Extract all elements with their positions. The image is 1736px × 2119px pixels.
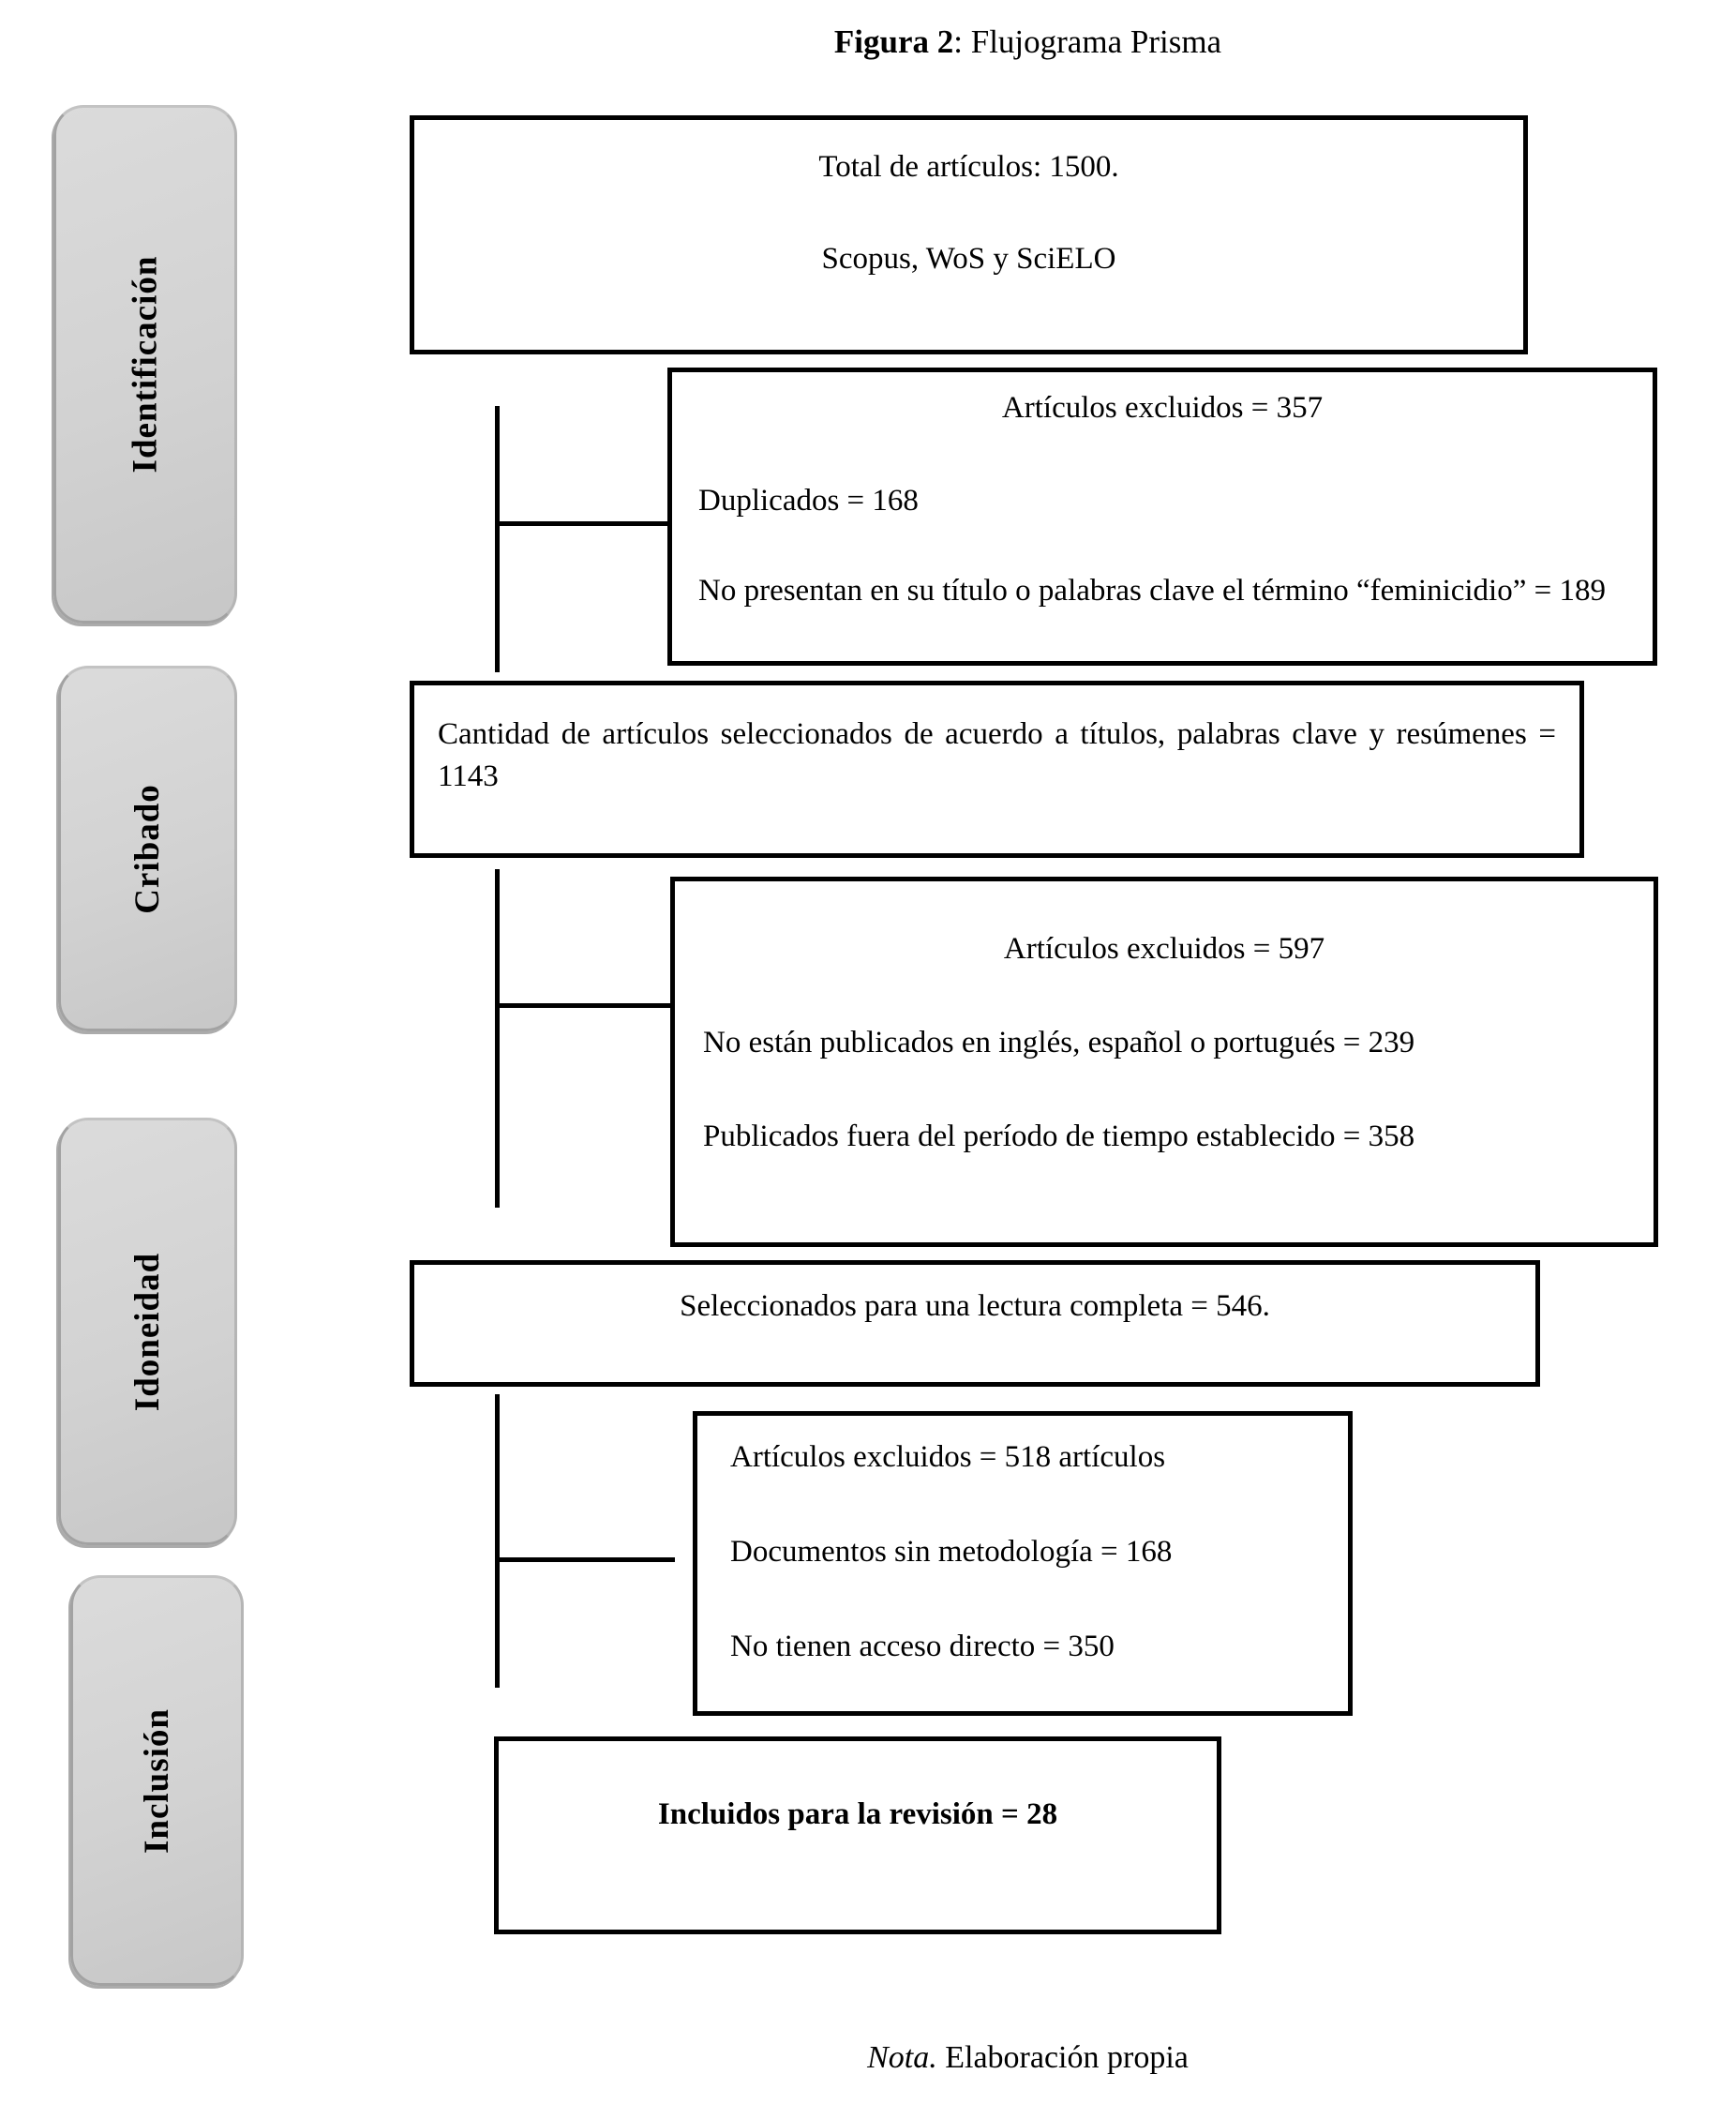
included-28-text: Incluidos para la revisión = 28: [657, 1797, 1058, 1831]
note-label: Nota.: [867, 2040, 937, 2075]
connector-c-vertical: [495, 1394, 500, 1688]
note-text: Elaboración propia: [936, 2040, 1189, 2075]
connector-a-vertical: [495, 406, 500, 672]
databases-line: Scopus, WoS y SciELO: [821, 242, 1116, 276]
excluded-518-item-no-access: No tienen acceso directo = 350: [730, 1630, 1115, 1663]
box-full-read-546: Seleccionados para una lectura completa …: [410, 1260, 1540, 1387]
stage-identificacion-label: Identificación: [126, 255, 165, 473]
figure-title-text: : Flujograma Prisma: [953, 23, 1222, 60]
excluded-518-title: Artículos excluidos = 518 artículos: [730, 1440, 1166, 1474]
stage-idoneidad: Idoneidad: [58, 1118, 237, 1545]
excluded-357-item-no-keyword: No presentan en su título o palabras cla…: [698, 574, 1606, 608]
excluded-597-item-period: Publicados fuera del período de tiempo e…: [703, 1120, 1415, 1153]
box-total-articles: Total de artículos: 1500. Scopus, WoS y …: [410, 115, 1528, 354]
stage-identificacion: Identificación: [53, 105, 237, 624]
stage-inclusion-label: Inclusión: [137, 1707, 176, 1854]
full-read-text: Seleccionados para una lectura completa …: [680, 1289, 1270, 1323]
stage-cribado-label: Cribado: [127, 783, 167, 914]
box-selected-by-title-1143: Cantidad de artículos seleccionados de a…: [410, 681, 1584, 858]
box-excluded-597: Artículos excluidos = 597 No están publi…: [670, 877, 1658, 1247]
excluded-597-item-language: No están publicados en inglés, español o…: [703, 1026, 1415, 1060]
figure-title: Figura 2: Flujograma Prisma: [441, 21, 1615, 63]
figure-note: Nota. Elaboración propia: [441, 2036, 1615, 2079]
stage-idoneidad-label: Idoneidad: [127, 1252, 167, 1411]
excluded-357-title: Artículos excluidos = 357: [1001, 391, 1324, 425]
stage-inclusion: Inclusión: [70, 1575, 244, 1986]
box-excluded-518: Artículos excluidos = 518 artículos Docu…: [693, 1411, 1353, 1716]
box-included-28: Incluidos para la revisión = 28: [494, 1736, 1221, 1934]
connector-b-vertical: [495, 869, 500, 1208]
total-articles-line: Total de artículos: 1500.: [818, 150, 1119, 184]
excluded-357-item-duplicates: Duplicados = 168: [698, 484, 919, 518]
box-excluded-357: Artículos excluidos = 357 Duplicados = 1…: [667, 368, 1657, 666]
excluded-597-title: Artículos excluidos = 597: [1003, 932, 1325, 966]
excluded-518-item-no-methodology: Documentos sin metodología = 168: [730, 1535, 1173, 1569]
connector-c-horizontal: [495, 1557, 675, 1562]
connector-b-horizontal: [495, 1003, 670, 1008]
figure-title-number: Figura 2: [833, 23, 954, 60]
connector-a-horizontal: [495, 521, 667, 526]
selected-by-title-text: Cantidad de artículos seleccionados de a…: [438, 717, 1556, 793]
stage-cribado: Cribado: [58, 666, 237, 1031]
